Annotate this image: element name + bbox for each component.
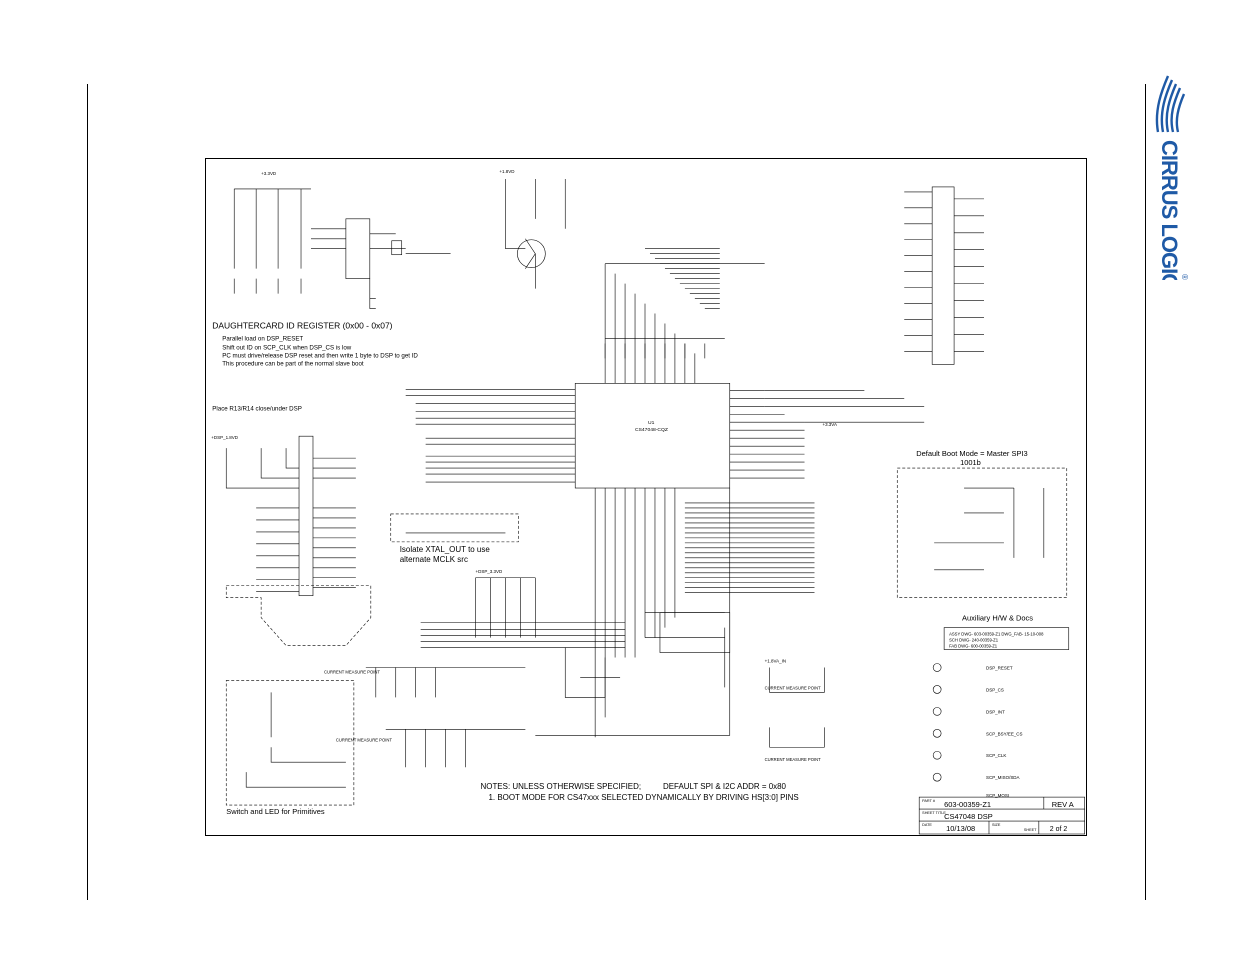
docs-line-2: SCH DWG- 240-00359-Z1 bbox=[949, 638, 999, 643]
dsp-ic-body bbox=[574, 383, 731, 489]
id-register-line-4: This procedure can be part of the normal… bbox=[222, 360, 364, 367]
id-register-line-3: PC must drive/release DSP reset and then… bbox=[222, 352, 418, 359]
logo-mark bbox=[1155, 75, 1186, 133]
chip-part: CS47048-CQZ bbox=[635, 427, 668, 433]
switch-title: Switch and LED for Primitives bbox=[226, 807, 325, 816]
xtal-note-1: Isolate XTAL_OUT to use bbox=[400, 545, 491, 554]
schematic-sheet: DAUGHTERCARD ID REGISTER (0x00 - 0x07) P… bbox=[205, 158, 1087, 836]
notes-line-1: 1. BOOT MODE FOR CS47xxx SELECTED DYNAMI… bbox=[488, 793, 798, 802]
current-measure-3: CURRENT MEASURE POINT bbox=[765, 685, 821, 690]
right-page-rule bbox=[1145, 84, 1146, 900]
notes-addr: DEFAULT SPI & I2C ADDR = 0x80 bbox=[663, 782, 787, 791]
place-note: Place R13/R14 close/under DSP bbox=[212, 405, 302, 412]
tp-label-6: SCP_MISO/SDA bbox=[986, 775, 1020, 780]
title-date-value: 10/13/08 bbox=[946, 824, 975, 833]
title-sheet-title-value: CS47048 DSP bbox=[944, 812, 993, 821]
brand-wordmark: CIRRUS LOGIC bbox=[1157, 140, 1182, 280]
boot-code: 1001b bbox=[960, 458, 981, 467]
rail-label-5: +DSP_1.8VD bbox=[211, 435, 238, 440]
notes-head: NOTES: UNLESS OTHERWISE SPECIFIED; bbox=[480, 782, 641, 791]
id-register-line-2: Shift out ID on SCP_CLK when DSP_CS is l… bbox=[222, 344, 352, 351]
tp-label-3: DSP_INT bbox=[986, 709, 1005, 714]
current-measure-1: CURRENT MEASURE POINT bbox=[324, 669, 380, 674]
title-block-frame bbox=[918, 796, 1086, 835]
docs-line-1: ASSY DWG- 603-00359-Z1 DWG_FAB- 15-10-00… bbox=[949, 632, 1044, 637]
rail-label-6: +DSP_3.3VD bbox=[476, 569, 503, 574]
title-rev: REV A bbox=[1052, 800, 1074, 809]
aux-title: Auxiliary H/W & Docs bbox=[962, 614, 1033, 623]
tp-label-2: DSP_CS bbox=[986, 687, 1004, 692]
current-measure-2: CURRENT MEASURE POINT bbox=[336, 737, 392, 742]
rail-label-4: +1.8VA_IN bbox=[765, 659, 786, 664]
title-size-label: SIZE bbox=[992, 823, 1001, 827]
rail-label-1: +3.3VD bbox=[261, 171, 277, 176]
title-part-value: 603-00359-Z1 bbox=[944, 800, 991, 809]
tp-label-7: SCP_MOSI bbox=[986, 793, 1009, 798]
title-date-label: DATE bbox=[922, 823, 932, 827]
current-measure-4: CURRENT MEASURE POINT bbox=[765, 757, 821, 762]
rail-label-3: +3.3VA bbox=[822, 422, 836, 427]
daughtercard-header bbox=[298, 435, 314, 597]
rail-label-2: +1.8VD bbox=[499, 169, 515, 174]
xtal-note-2: alternate MCLK src bbox=[400, 555, 468, 564]
tp-label-5: SCP_CLK bbox=[986, 753, 1006, 758]
docs-line-3: FAB DWG- 600-00359-Z1 bbox=[949, 644, 998, 649]
title-sheet-label: SHEET bbox=[1024, 828, 1037, 832]
cirrus-logic-logo: CIRRUS LOGIC ® bbox=[1155, 75, 1188, 280]
title-sheet-value: 2 of 2 bbox=[1050, 826, 1068, 833]
audio-header bbox=[931, 186, 955, 365]
tp-label-4: SCP_BSY/EE_CS bbox=[986, 731, 1023, 736]
id-register-line-1: Parallel load on DSP_RESET bbox=[222, 335, 303, 342]
tp-label-1: DSP_RESET bbox=[986, 665, 1013, 670]
chip-ref: U1 bbox=[648, 420, 655, 426]
title-sheet-title-label: SHEET TITLE bbox=[922, 811, 946, 815]
boot-title: Default Boot Mode = Master SPI3 bbox=[916, 449, 1027, 458]
title-part-label: PART # bbox=[922, 799, 936, 803]
wiring bbox=[225, 178, 1086, 835]
id-register-title: DAUGHTERCARD ID REGISTER (0x00 - 0x07) bbox=[212, 320, 392, 330]
left-page-rule bbox=[87, 84, 88, 900]
annotations: DAUGHTERCARD ID REGISTER (0x00 - 0x07) P… bbox=[211, 169, 1074, 833]
trademark-mark: ® bbox=[1180, 274, 1188, 280]
